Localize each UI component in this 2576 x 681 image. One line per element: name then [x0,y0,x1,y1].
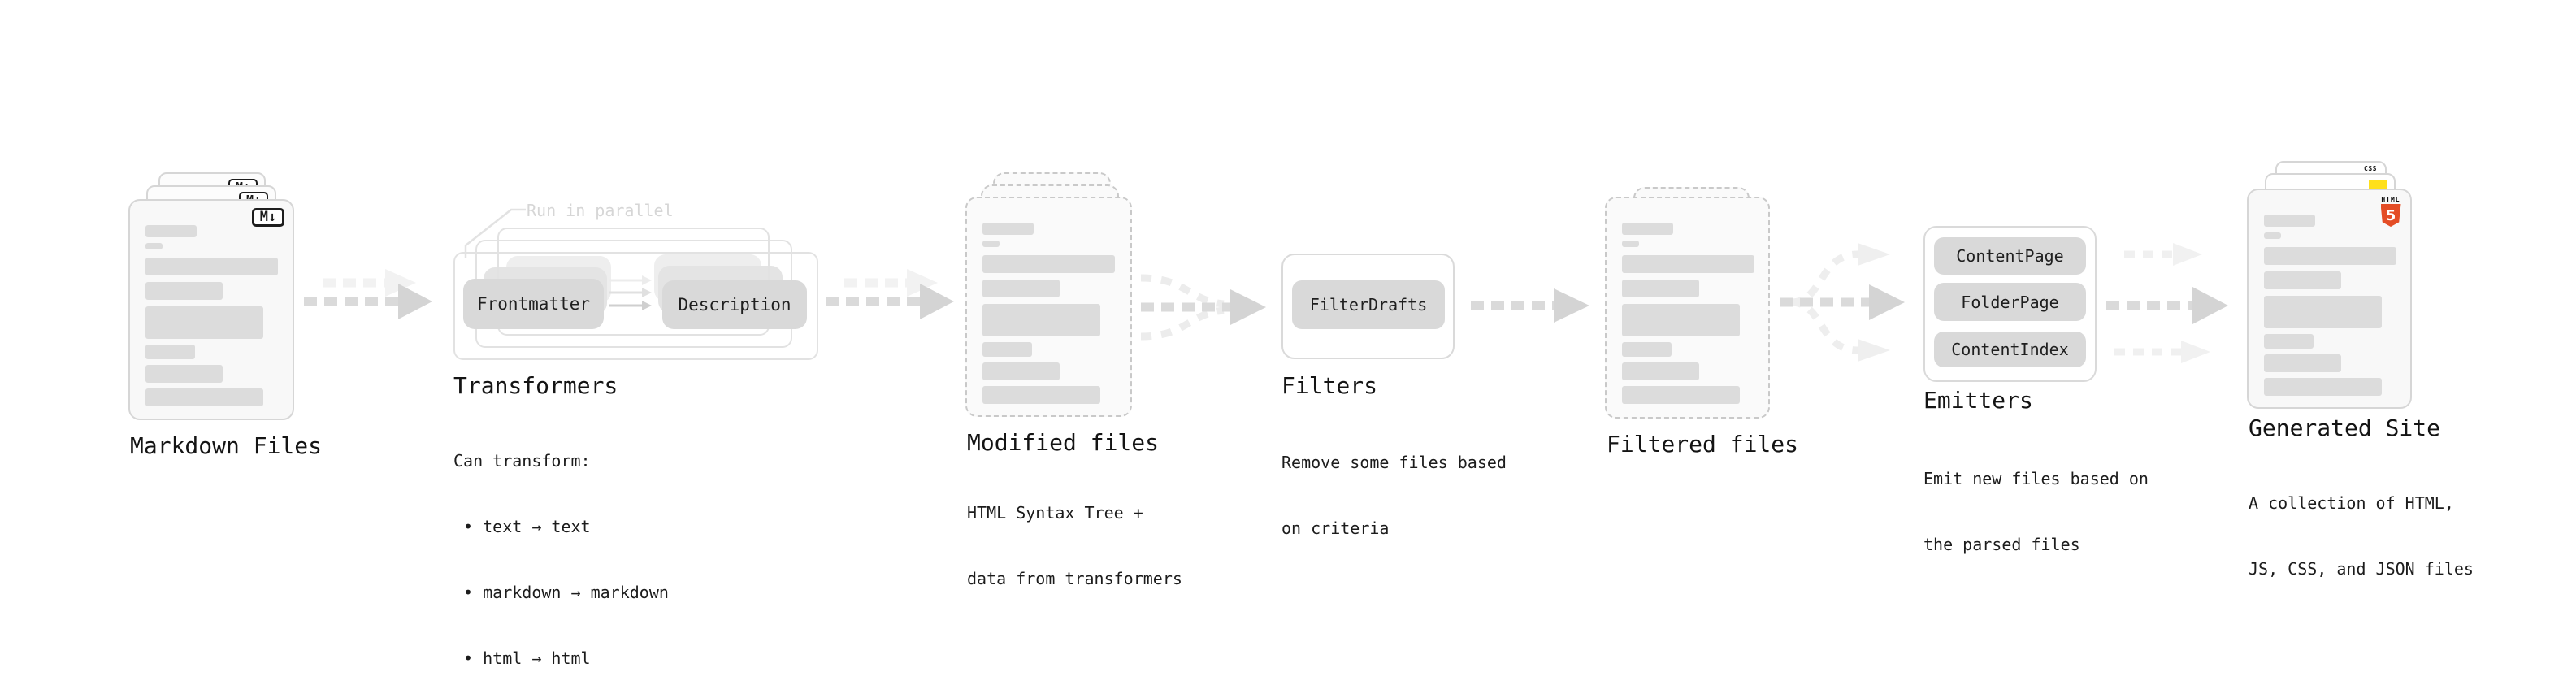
arrow-fanout-filtered-to-emitters [1780,243,1905,362]
stage-title-modified-files: Modified files [967,429,1160,456]
css-icon-label: CSS [2364,165,2377,172]
subtitle-line: Remove some files based [1281,453,1507,472]
stage-title-emitters: Emitters [1923,387,2033,414]
arrow-emitters-to-generated [2106,243,2228,363]
subtitle-line: • text → text [453,517,591,536]
arrow-merge-modified-to-filters [1140,274,1266,340]
subtitle-line: data from transformers [967,569,1182,588]
modified-file-card-front [965,197,1132,417]
emitter-pill-contentpage: ContentPage [1934,237,2086,275]
filtered-file-card-front [1605,197,1770,419]
subtitle-line: Emit new files based on [1923,469,2149,488]
subtitle-line: HTML Syntax Tree + [967,503,1143,523]
transformer-pill-frontmatter: Frontmatter [463,279,604,329]
subtitle-line: on criteria [1281,518,1390,538]
stage-title-generated-site: Generated Site [2249,414,2441,441]
transformers-frame-front [453,252,818,360]
subtitle-line: Can transform: [453,451,591,471]
generated-site-subtitle: A collection of HTML, JS, CSS, and JSON … [2249,449,2474,624]
emitters-subtitle: Emit new files based on the parsed files [1923,424,2149,600]
note-leader-line [464,208,526,258]
html5-icon-number: 5 [2385,206,2396,224]
js-icon [2369,180,2387,189]
transformers-subtitle: Can transform: • text → text • markdown … [453,406,669,681]
filter-pill-filterdrafts: FilterDrafts [1292,280,1445,329]
generated-html-card: HTML 5 [2247,189,2412,409]
markdown-icon: M↓ [252,208,284,227]
arrow-filters-to-filtered [1471,288,1589,323]
subtitle-line: the parsed files [1923,535,2080,554]
modified-files-subtitle: HTML Syntax Tree + data from transformer… [967,458,1182,634]
stage-title-markdown-files: Markdown Files [130,432,323,459]
emitter-pill-contentindex: ContentIndex [1934,332,2086,367]
markdown-file-card-front: M↓ [128,199,294,420]
arrow-transformers-to-modified [826,269,954,319]
transformer-pill-description: Description [662,280,807,329]
emitter-pill-folderpage: FolderPage [1934,283,2086,321]
stage-title-filters: Filters [1281,372,1378,399]
filters-subtitle: Remove some files based on criteria [1281,408,1507,583]
stage-title-transformers: Transformers [453,372,618,399]
subtitle-line: • html → html [453,648,591,668]
html5-icon: HTML 5 [2379,196,2402,227]
stage-title-filtered-files: Filtered files [1607,431,1799,458]
subtitle-line: A collection of HTML, [2249,493,2454,513]
subtitle-line: JS, CSS, and JSON files [2249,559,2474,579]
parallel-arrows-icon [609,275,652,310]
run-in-parallel-note: Run in parallel [527,201,674,220]
html5-icon-word: HTML [2381,196,2400,203]
subtitle-line: • markdown → markdown [453,583,669,602]
arrow-markdown-to-transformers [304,269,432,319]
